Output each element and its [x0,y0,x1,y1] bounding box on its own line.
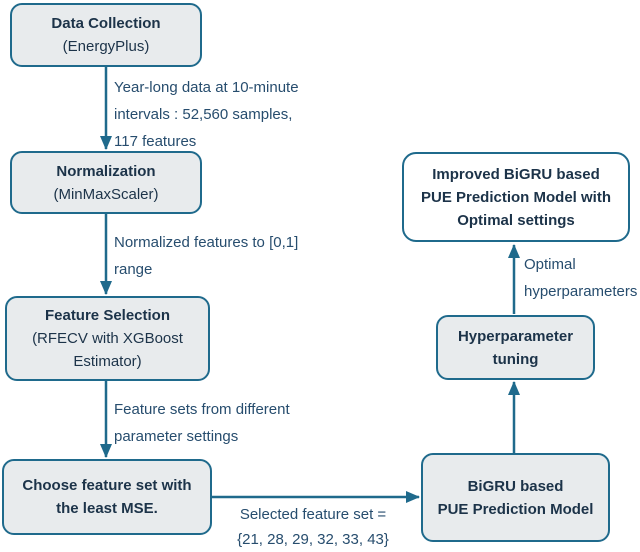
box-choose-feature-set: Choose feature set with the least MSE. [2,459,212,535]
edge-label-collection-to-normalization: Year-long data at 10-minute intervals : … [114,79,299,150]
box-improved-model: Improved BiGRU based PUE Prediction Mode… [402,152,630,242]
box-bigru-model: BiGRU based PUE Prediction Model [421,453,610,542]
box-data-collection-title: Data Collection [51,15,161,32]
edge-label-choose-to-bigru: Selected feature set = {21, 28, 29, 32, … [237,506,389,548]
edge-label-selection-to-choose: Feature sets from different parameter se… [114,401,290,445]
box-normalization-title: Normalization [56,162,156,180]
box-hyperparameter-tuning: Hyperparameter tuning [436,315,595,380]
box-feature-selection: Feature Selection (RFECV with XGBoost Es… [5,296,210,381]
box-improved-model-title: Improved BiGRU based PUE Prediction Mode… [420,165,611,229]
box-feature-selection-subtitle: (RFECV with XGBoost Estimator) [32,330,183,370]
box-bigru-model-title: BiGRU based PUE Prediction Model [437,477,594,518]
edge-label-normalization-to-selection: Normalized features to [0,1] range [114,234,299,278]
box-choose-feature-set-title: Choose feature set with the least MSE. [22,477,192,517]
box-data-collection-subtitle: (EnergyPlus) [62,38,150,55]
box-normalization-subtitle: (MinMaxScaler) [53,185,159,203]
box-normalization: Normalization (MinMaxScaler) [10,151,202,214]
edge-label-tuning-to-improved: Optimal hyperparameters [524,256,638,300]
box-hyperparameter-tuning-title: Hyperparameter tuning [457,327,574,368]
box-feature-selection-title: Feature Selection [44,307,171,324]
box-data-collection: Data Collection (EnergyPlus) [10,3,202,67]
